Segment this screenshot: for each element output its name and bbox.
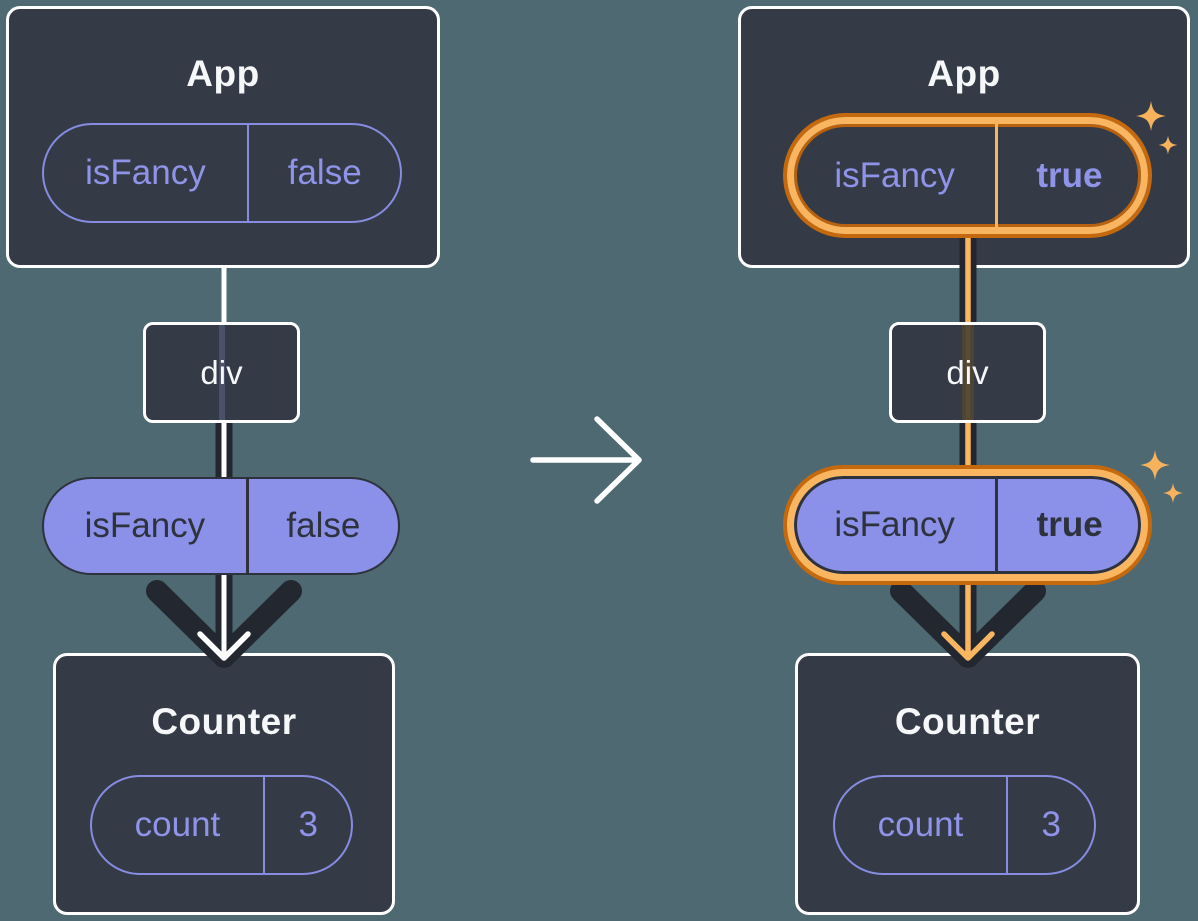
pill-divider xyxy=(246,125,250,221)
prop-name: isFancy xyxy=(834,505,955,544)
state-name: count xyxy=(877,805,964,844)
app-title-after: App xyxy=(927,53,1001,94)
prop-value: true xyxy=(1036,155,1103,195)
arrow-right-icon xyxy=(530,416,642,504)
prop-value: false xyxy=(286,506,361,545)
state-name: count xyxy=(134,805,221,844)
sparkles-icon-prop-after xyxy=(1140,450,1183,503)
app-prop-pill-after: isFancy true xyxy=(787,117,1148,234)
counter-state-pill-after: count 3 xyxy=(833,775,1096,875)
counter-title-before: Counter xyxy=(151,701,297,742)
prop-name: isFancy xyxy=(85,153,206,192)
state-value: 3 xyxy=(298,805,318,844)
passed-prop-pill-after: isFancy true xyxy=(787,469,1148,581)
div-node-box-before: div xyxy=(143,322,300,423)
prop-value: true xyxy=(1036,505,1103,544)
state-value: 3 xyxy=(1041,805,1061,844)
counter-state-pill-before: count 3 xyxy=(90,775,353,875)
pill-divider xyxy=(262,777,266,873)
counter-title-after: Counter xyxy=(894,701,1041,742)
prop-name: isFancy xyxy=(834,155,955,195)
div-label-after: div xyxy=(946,353,989,391)
arrow-down-icon-after xyxy=(890,233,1046,668)
pill-divider xyxy=(245,479,249,573)
pill-divider xyxy=(1005,777,1009,873)
prop-value: false xyxy=(287,153,362,192)
passed-prop-pill-before: isFancy false xyxy=(42,477,400,575)
div-label-before: div xyxy=(200,353,243,391)
prop-name: isFancy xyxy=(84,506,206,545)
pill-divider xyxy=(995,476,999,574)
pill-divider xyxy=(995,124,998,227)
app-prop-pill-before: isFancy false xyxy=(42,123,402,223)
app-title-before: App xyxy=(186,53,260,94)
div-node-box-after: div xyxy=(889,322,1046,423)
